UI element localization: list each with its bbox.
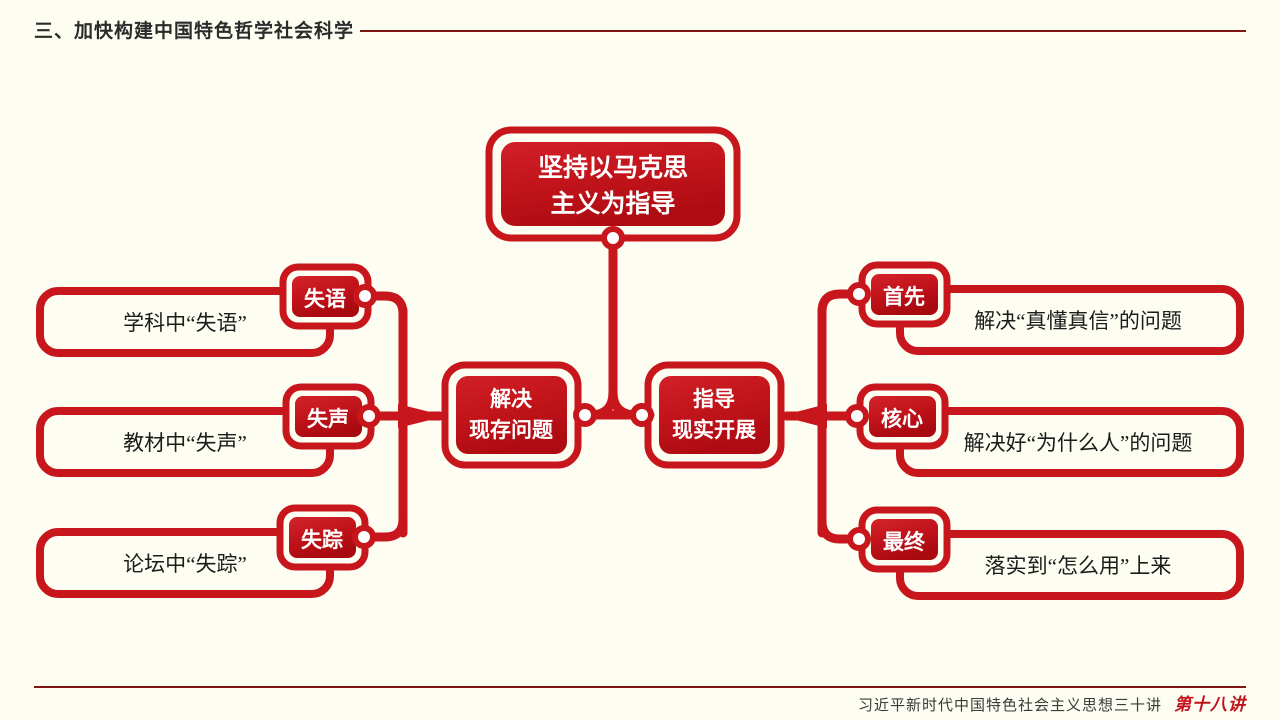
footer: 习近平新时代中国特色社会主义思想三十讲 第十八讲 bbox=[847, 690, 1246, 715]
node-guiding-line2: 主义为指导 bbox=[550, 190, 675, 218]
page-title: 三、加快构建中国特色哲学社会科学 bbox=[34, 21, 355, 42]
branch-final[interactable]: 落实到“怎么用”上来 最终 bbox=[847, 506, 1244, 600]
footer-divider bbox=[34, 686, 1246, 688]
header-divider bbox=[360, 30, 1246, 32]
branch-shisheng-badge-fill bbox=[295, 396, 362, 437]
connector-right-bottom bbox=[817, 516, 863, 544]
branch-shisheng[interactable]: 教材中“失声” 失声 bbox=[36, 383, 381, 477]
node-guide-fill bbox=[659, 376, 770, 454]
node-guiding-fill bbox=[501, 142, 725, 226]
branch-core-connector-dot bbox=[845, 404, 869, 428]
connector-arrowheads bbox=[398, 404, 827, 428]
node-solve-connector-dot bbox=[573, 403, 597, 427]
branch-shizong-text: 论坛中“失踪” bbox=[123, 552, 247, 576]
connector-right-top bbox=[817, 289, 863, 317]
branch-final-connector-dot bbox=[847, 527, 871, 551]
branch-first[interactable]: 解决“真懂真信”的问题 首先 bbox=[847, 261, 1244, 355]
connector-left-top bbox=[361, 291, 408, 319]
arrowhead-left bbox=[398, 404, 446, 428]
node-solve-fill bbox=[456, 376, 567, 454]
node-guide-connector-dot bbox=[630, 403, 654, 427]
node-guide[interactable]: 指导 现实开展 bbox=[630, 361, 785, 469]
branch-shiyu-badge-fill bbox=[292, 276, 359, 317]
branch-shizong-connector-dot bbox=[352, 525, 376, 549]
branch-shisheng-text: 教材中“失声” bbox=[123, 431, 247, 455]
node-guide-line1: 指导 bbox=[693, 388, 735, 411]
branch-shizong-badge-fill bbox=[289, 517, 356, 558]
branch-core-badge-fill bbox=[869, 396, 936, 437]
branch-core-text: 解决好“为什么人”的问题 bbox=[964, 431, 1193, 455]
branch-first-badge-label: 首先 bbox=[883, 285, 925, 309]
footer-series-title: 习近平新时代中国特色社会主义思想三十讲 bbox=[857, 697, 1162, 714]
branch-shisheng-connector-dot bbox=[357, 404, 381, 428]
node-solve[interactable]: 解决 现存问题 bbox=[441, 361, 597, 469]
node-guiding-line1: 坚持以马克思 bbox=[538, 154, 688, 182]
branch-first-badge-fill bbox=[871, 274, 938, 315]
branch-final-badge-fill bbox=[871, 519, 938, 560]
slide-header: 三、加快构建中国特色哲学社会科学 bbox=[0, 0, 1280, 62]
node-guide-line2: 现实开展 bbox=[672, 418, 756, 442]
node-guiding[interactable]: 坚持以马克思 主义为指导 bbox=[485, 126, 741, 250]
branch-shiyu-connector-dot bbox=[353, 284, 377, 308]
arrowhead-right bbox=[780, 404, 827, 428]
branch-shiyu-badge-label: 失语 bbox=[304, 288, 346, 311]
branch-final-text: 落实到“怎么用”上来 bbox=[985, 554, 1172, 578]
branch-shiyu-text: 学科中“失语” bbox=[123, 311, 247, 335]
footer-lesson-number: 第十八讲 bbox=[1174, 695, 1246, 714]
branch-final-badge-label: 最终 bbox=[883, 530, 926, 554]
branch-core-badge-label: 核心 bbox=[881, 407, 923, 431]
branch-core[interactable]: 解决好“为什么人”的问题 核心 bbox=[845, 383, 1244, 477]
branch-shiyu[interactable]: 学科中“失语” 失语 bbox=[36, 263, 377, 357]
branch-first-connector-dot bbox=[847, 282, 871, 306]
node-solve-line1: 解决 bbox=[490, 387, 533, 411]
branch-shisheng-badge-label: 失声 bbox=[307, 407, 349, 431]
node-guiding-connector-dot bbox=[601, 226, 625, 250]
branch-shizong[interactable]: 论坛中“失踪” 失踪 bbox=[36, 504, 376, 598]
branch-shizong-badge-label: 失踪 bbox=[301, 528, 343, 552]
node-solve-line2: 现存问题 bbox=[469, 418, 554, 442]
connector-left-bottom bbox=[361, 514, 408, 542]
branch-first-text: 解决“真懂真信”的问题 bbox=[974, 309, 1182, 333]
